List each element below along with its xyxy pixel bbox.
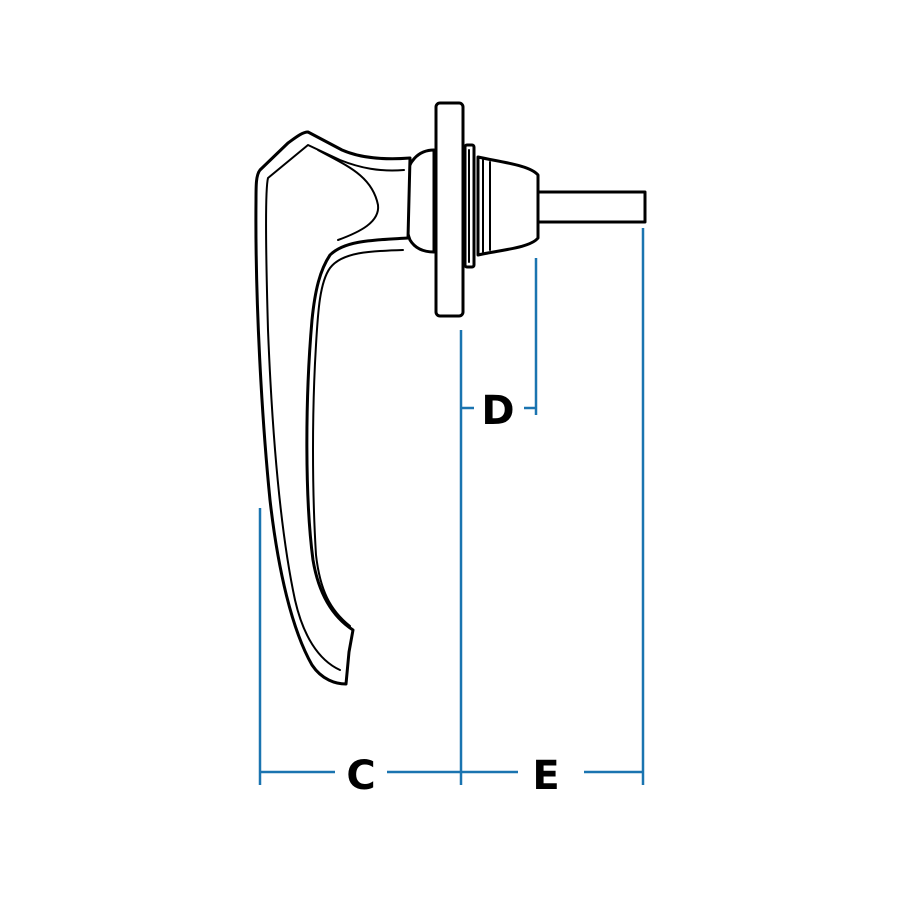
rose-plate [434, 101, 465, 318]
lever-underside-contour [312, 249, 404, 627]
lever-handle-drawing [254, 101, 647, 686]
lever-inner-contour [265, 144, 405, 671]
dimension-e-label: E [532, 753, 559, 799]
dimension-lines [258, 228, 645, 785]
dimension-c-label: C [346, 753, 375, 799]
dimension-d-label: D [481, 388, 514, 434]
dimension-labels: C E D [346, 388, 559, 799]
spindle-collar [476, 155, 540, 257]
lever-upper-contour [317, 149, 380, 241]
spindle-shaft [528, 190, 647, 224]
lever-body [254, 130, 412, 686]
